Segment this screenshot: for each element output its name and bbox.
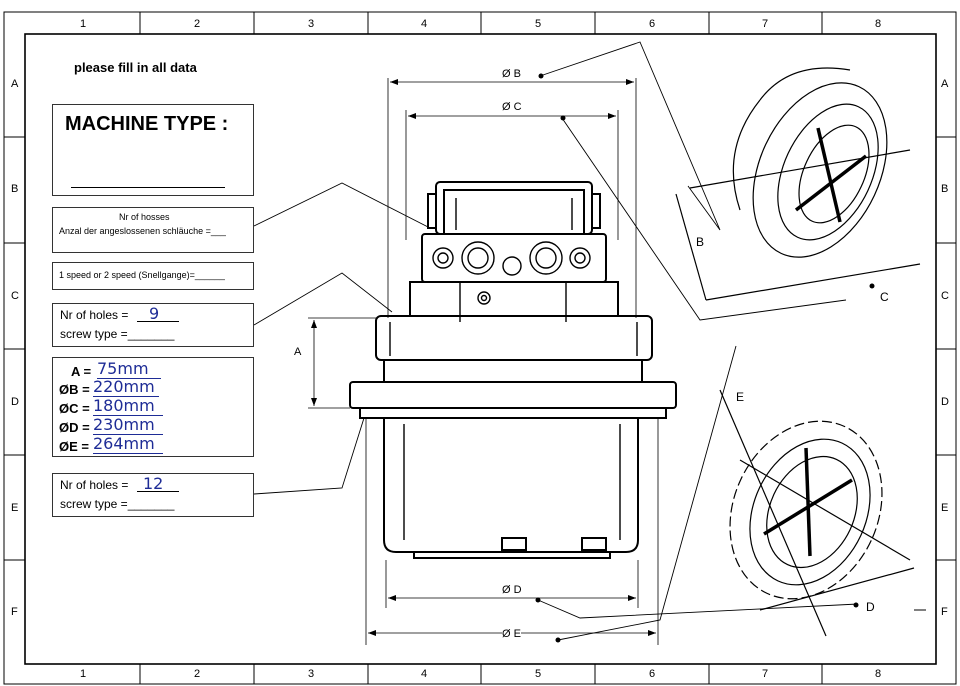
col-label-2-bottom: 2: [194, 668, 201, 680]
holes-top-label: Nr of holes =: [60, 308, 129, 322]
label-dia-b: Ø B: [502, 68, 521, 80]
label-dia-d: Ø D: [502, 584, 522, 596]
holes-bottom-screw: screw type =_______: [60, 497, 175, 511]
dim-d-label: ØD =: [59, 420, 90, 435]
col-label-7: 7: [762, 18, 769, 30]
hoses-label-de: Anzal der angeslossenen schläuche =___: [59, 226, 226, 236]
col-label-3-bottom: 3: [308, 668, 315, 680]
dim-a-value: 75mm: [97, 359, 161, 379]
col-label-6: 6: [649, 18, 656, 30]
col-label-5-bottom: 5: [535, 668, 542, 680]
machine-type-label: MACHINE TYPE :: [65, 113, 229, 135]
label-iso-d: D: [866, 600, 875, 614]
col-label-1: 1: [80, 18, 87, 30]
flange-isometric: [675, 67, 921, 301]
dimensions-box: A = 75mm ØB = 220mm ØC = 180mm ØD = 230m…: [52, 357, 254, 457]
dim-d-value: 230mm: [93, 415, 163, 435]
holes-top-value: 9: [149, 304, 160, 323]
row-label-f: F: [11, 606, 18, 618]
instruction-text: please fill in all data: [74, 60, 197, 75]
label-dia-c: Ø C: [502, 101, 522, 113]
row-label-c-right: C: [941, 290, 949, 302]
holes-bottom-value: 12: [143, 474, 164, 493]
machine-type-box[interactable]: MACHINE TYPE :: [52, 104, 254, 196]
sprocket-isometric: [719, 389, 915, 637]
holes-top-box[interactable]: Nr of holes = 9 screw type =_______: [52, 303, 254, 347]
holes-bottom-box[interactable]: Nr of holes = 12 screw type =_______: [52, 473, 254, 517]
col-label-8-bottom: 8: [875, 668, 882, 680]
col-label-4: 4: [421, 18, 428, 30]
row-label-f-right: F: [941, 606, 948, 618]
dim-b-value: 220mm: [93, 377, 159, 397]
col-label-8: 8: [875, 18, 882, 30]
row-label-b-right: B: [941, 183, 949, 195]
dim-c-label: ØC =: [59, 401, 90, 416]
col-label-4-bottom: 4: [421, 668, 428, 680]
holes-bottom-label: Nr of holes =: [60, 478, 129, 492]
col-label-6-bottom: 6: [649, 668, 656, 680]
row-label-d: D: [11, 396, 19, 408]
row-label-c: C: [11, 290, 19, 302]
col-label-7-bottom: 7: [762, 668, 769, 680]
hoses-box[interactable]: Nr of hosses Anzal der angeslossenen sch…: [52, 207, 254, 253]
row-label-a: A: [11, 78, 19, 90]
row-label-b: B: [11, 183, 19, 195]
holes-top-screw: screw type =_______: [60, 327, 175, 341]
col-label-2: 2: [194, 18, 201, 30]
label-a: A: [294, 346, 302, 358]
col-label-3: 3: [308, 18, 315, 30]
label-iso-c: C: [880, 290, 889, 304]
machine-type-line: [71, 187, 225, 188]
dim-b-label: ØB =: [59, 382, 90, 397]
dim-c-value: 180mm: [93, 396, 163, 416]
dim-e-label: ØE =: [59, 439, 89, 454]
row-label-d-right: D: [941, 396, 949, 408]
row-label-a-right: A: [941, 78, 949, 90]
row-label-e-right: E: [941, 502, 949, 514]
speed-box[interactable]: 1 speed or 2 speed (Snellgange)=______: [52, 262, 254, 290]
hoses-label: Nr of hosses: [119, 212, 170, 222]
outer-frame: [3, 11, 957, 685]
col-label-5: 5: [535, 18, 542, 30]
speed-label: 1 speed or 2 speed (Snellgange)=______: [59, 270, 225, 280]
col-label-1-bottom: 1: [80, 668, 87, 680]
dim-e-value: 264mm: [93, 434, 163, 454]
label-iso-e: E: [736, 390, 745, 404]
label-iso-b: B: [696, 235, 705, 249]
label-dia-e: Ø E: [502, 628, 521, 640]
row-label-e: E: [11, 502, 19, 514]
dim-a-label: A =: [71, 364, 92, 379]
